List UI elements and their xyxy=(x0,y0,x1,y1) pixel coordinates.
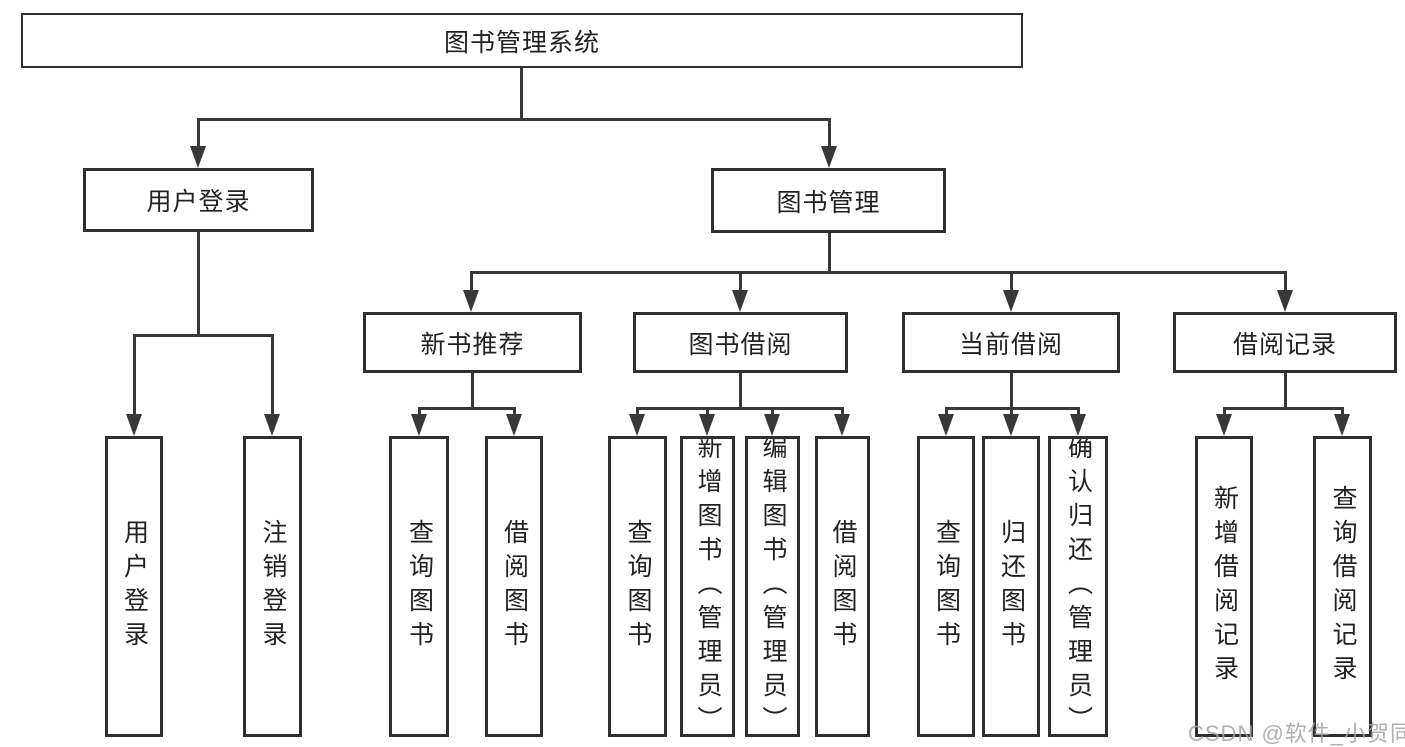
node-label-leaf-cb-return-book: 归还图书 xyxy=(997,518,1026,655)
connector-arrow-stem xyxy=(417,408,421,416)
connector-arrow-stem xyxy=(1283,272,1287,292)
arrow-down-icon xyxy=(1216,414,1232,436)
connector-hline xyxy=(469,270,1287,274)
arrow-down-icon xyxy=(1003,290,1019,312)
node-leaf-br-query-record: 查询借阅记录 xyxy=(1313,436,1372,737)
node-label-leaf-bb-query-book: 查询图书 xyxy=(624,518,652,655)
connector-arrow-stem xyxy=(840,408,844,416)
connector-arrow-stem xyxy=(512,408,516,416)
node-leaf-cb-confirm: 确认归还（管理员） xyxy=(1048,436,1108,737)
node-label-leaf-user-login: 用户登录 xyxy=(120,518,149,655)
node-book-borrowing: 图书借阅 xyxy=(633,312,848,373)
connector-arrow-stem xyxy=(270,335,274,416)
node-label-leaf-bb-borrow-book: 借阅图书 xyxy=(829,518,857,655)
node-label-root: 图书管理系统 xyxy=(443,28,600,57)
connector-vline xyxy=(196,232,200,337)
arrow-down-icon xyxy=(126,414,142,436)
node-root: 图书管理系统 xyxy=(21,13,1023,68)
arrow-down-icon xyxy=(190,146,206,168)
arrow-down-icon xyxy=(938,414,954,436)
node-label-leaf-br-query-record: 查询借阅记录 xyxy=(1329,484,1357,689)
connector-vline xyxy=(827,233,831,274)
node-book-management: 图书管理 xyxy=(711,168,946,233)
arrow-down-icon xyxy=(506,414,522,436)
connector-hline xyxy=(132,333,274,337)
csdn-watermark: CSDN @软件_小贺同学 xyxy=(1188,721,1405,746)
node-leaf-nbr-borrow-book: 借阅图书 xyxy=(485,436,543,737)
node-label-leaf-bb-edit-book: 编辑图书（管理员） xyxy=(759,436,787,737)
connector-arrow-stem xyxy=(132,335,136,416)
connector-hline xyxy=(196,117,831,121)
connector-vline xyxy=(1009,373,1013,410)
connector-arrow-stem xyxy=(1009,272,1013,292)
connector-vline xyxy=(470,373,474,410)
node-label-book-borrowing: 图书借阅 xyxy=(688,330,793,359)
arrow-down-icon xyxy=(1003,414,1019,436)
node-borrowing-records: 借阅记录 xyxy=(1173,312,1397,373)
node-leaf-bb-query-book: 查询图书 xyxy=(608,436,667,737)
connector-arrow-stem xyxy=(705,408,709,416)
arrow-down-icon xyxy=(699,414,715,436)
arrow-down-icon xyxy=(1334,414,1350,436)
node-label-leaf-logout: 注销登录 xyxy=(259,518,287,655)
arrow-down-icon xyxy=(463,290,479,312)
node-leaf-user-login: 用户登录 xyxy=(105,436,163,737)
connector-arrow-stem xyxy=(1340,408,1344,416)
connector-vline xyxy=(738,373,742,410)
connector-hline xyxy=(1222,406,1344,410)
connector-arrow-stem xyxy=(738,272,742,292)
node-leaf-cb-query-book: 查询图书 xyxy=(917,436,975,737)
node-leaf-nbr-query-book: 查询图书 xyxy=(389,436,449,737)
connector-arrow-stem xyxy=(1076,408,1080,416)
node-label-leaf-nbr-borrow-book: 借阅图书 xyxy=(500,518,529,655)
connector-hline xyxy=(417,406,516,410)
node-label-borrowing-records: 借阅记录 xyxy=(1232,330,1337,359)
connector-arrow-stem xyxy=(635,408,639,416)
node-label-leaf-bb-add-book: 新增图书（管理员） xyxy=(694,436,722,737)
node-label-leaf-cb-confirm: 确认归还（管理员） xyxy=(1064,436,1093,737)
node-label-new-book-recommend: 新书推荐 xyxy=(420,330,525,359)
node-label-leaf-nbr-query-book: 查询图书 xyxy=(405,518,434,655)
node-label-user-login: 用户登录 xyxy=(146,188,251,216)
node-leaf-bb-add-book: 新增图书（管理员） xyxy=(680,436,735,737)
arrow-down-icon xyxy=(821,146,837,168)
connector-arrow-stem xyxy=(770,408,774,416)
arrow-down-icon xyxy=(732,290,748,312)
node-user-login: 用户登录 xyxy=(83,168,314,232)
connector-arrow-stem xyxy=(1222,408,1226,416)
connector-arrow-stem xyxy=(944,408,948,416)
connector-arrow-stem xyxy=(196,119,200,148)
connector-arrow-stem xyxy=(469,272,473,292)
arrow-down-icon xyxy=(629,414,645,436)
connector-hline xyxy=(635,406,844,410)
node-label-leaf-br-add-record: 新增借阅记录 xyxy=(1210,484,1239,689)
arrow-down-icon xyxy=(264,414,280,436)
arrow-down-icon xyxy=(764,414,780,436)
node-leaf-logout: 注销登录 xyxy=(243,436,302,737)
node-leaf-bb-edit-book: 编辑图书（管理员） xyxy=(745,436,800,737)
connector-arrow-stem xyxy=(827,119,831,148)
connector-vline xyxy=(1283,373,1287,410)
node-label-book-management: 图书管理 xyxy=(776,188,881,217)
arrow-down-icon xyxy=(1277,290,1293,312)
arrow-down-icon xyxy=(834,414,850,436)
node-label-leaf-cb-query-book: 查询图书 xyxy=(932,518,961,655)
connector-arrow-stem xyxy=(1009,408,1013,416)
node-leaf-bb-borrow-book: 借阅图书 xyxy=(815,436,870,737)
connector-vline xyxy=(519,68,523,121)
arrow-down-icon xyxy=(411,414,427,436)
node-label-current-borrowing: 当前借阅 xyxy=(958,330,1063,359)
arrow-down-icon xyxy=(1070,414,1086,436)
node-new-book-recommend: 新书推荐 xyxy=(363,312,582,373)
node-leaf-cb-return-book: 归还图书 xyxy=(982,436,1040,737)
node-current-borrowing: 当前借阅 xyxy=(902,312,1120,373)
node-leaf-br-add-record: 新增借阅记录 xyxy=(1195,436,1253,737)
